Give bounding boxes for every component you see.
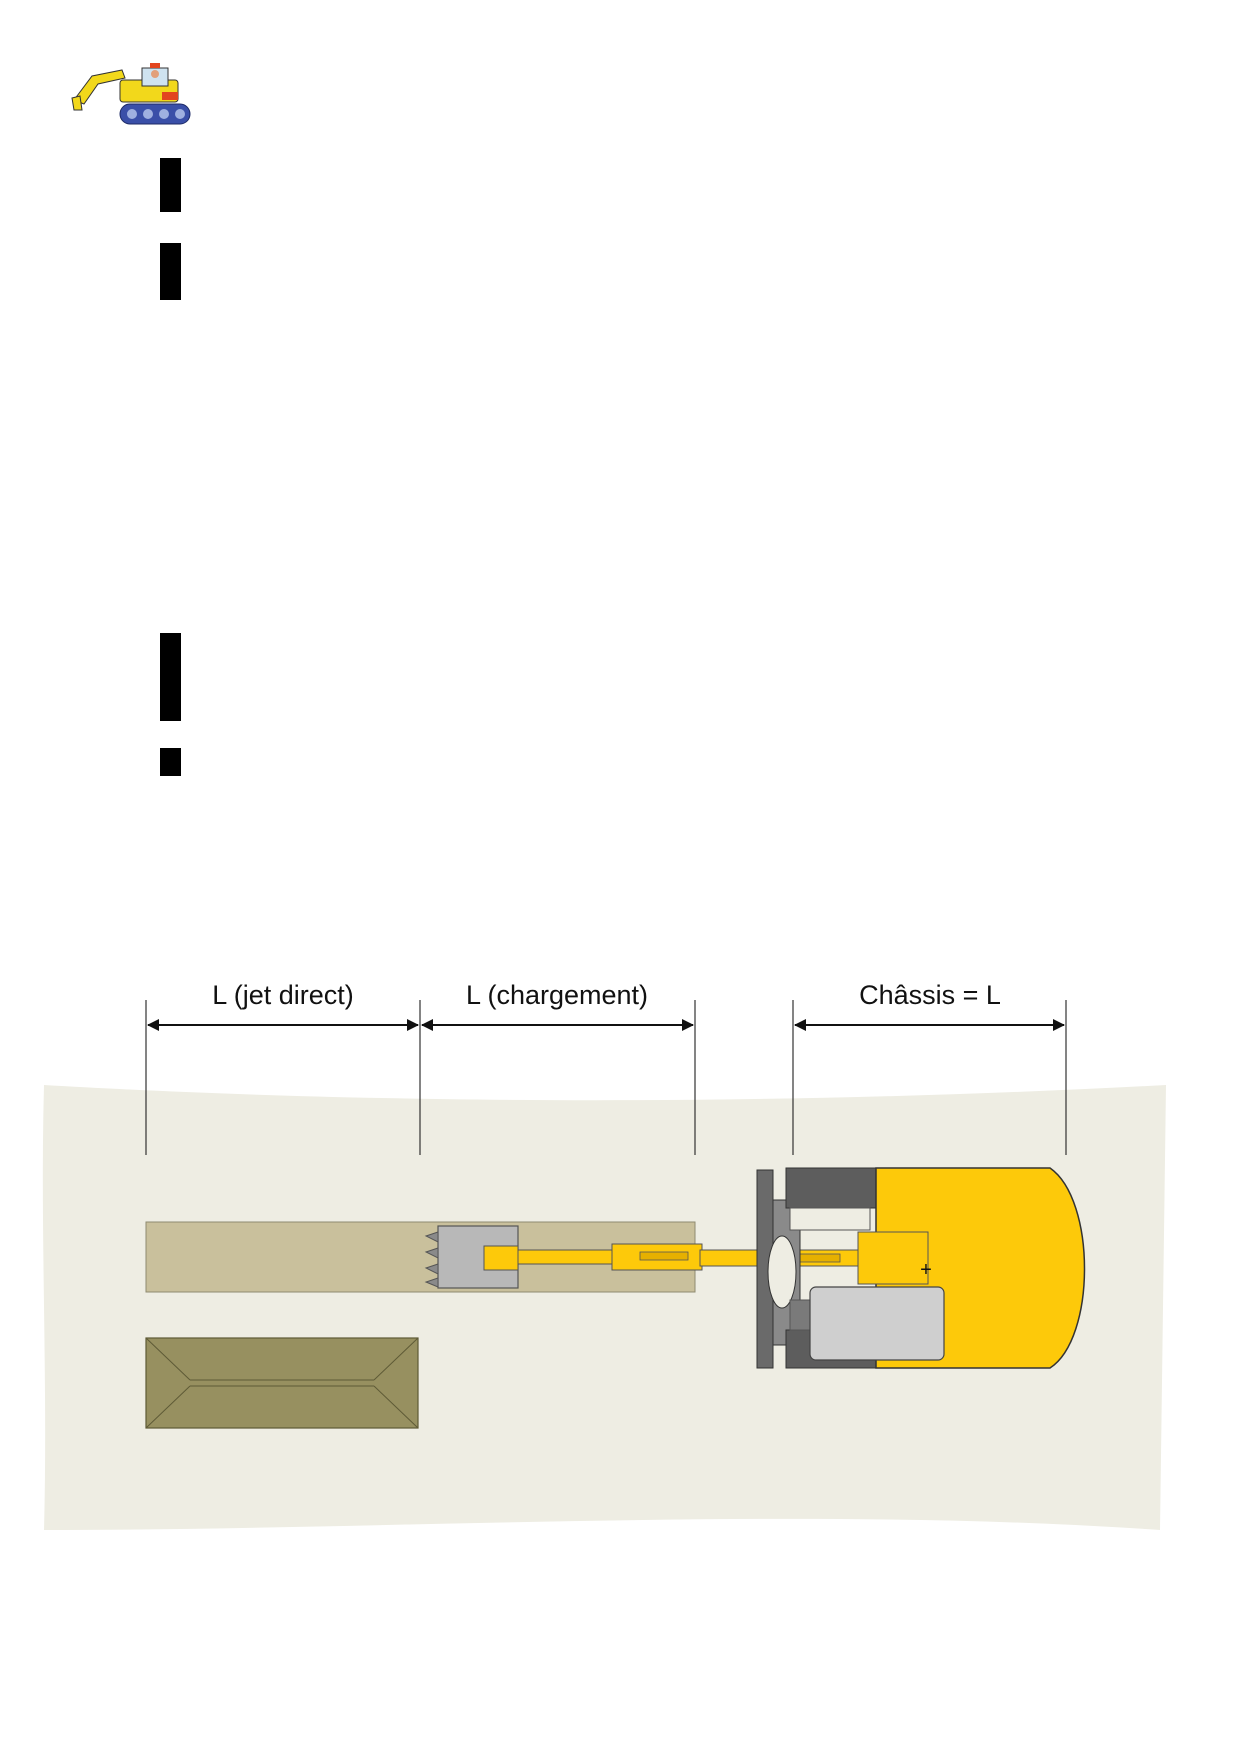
bullet-marker (160, 243, 181, 300)
spoil-pile (145, 1337, 419, 1429)
bullet-marker (160, 633, 181, 721)
bucket (424, 1225, 519, 1289)
bullet-marker (160, 158, 181, 212)
label-jet-direct: L (jet direct) (212, 980, 354, 1010)
bullet-marker (160, 748, 181, 776)
excavator-logo-icon (71, 63, 191, 125)
boom-base (857, 1231, 929, 1285)
label-chargement: L (chargement) (466, 980, 648, 1010)
center-plus: + (920, 1259, 932, 1281)
label-chassis: Châssis = L (859, 980, 1001, 1010)
excavator-arm (517, 1243, 866, 1271)
cab (809, 1286, 945, 1361)
